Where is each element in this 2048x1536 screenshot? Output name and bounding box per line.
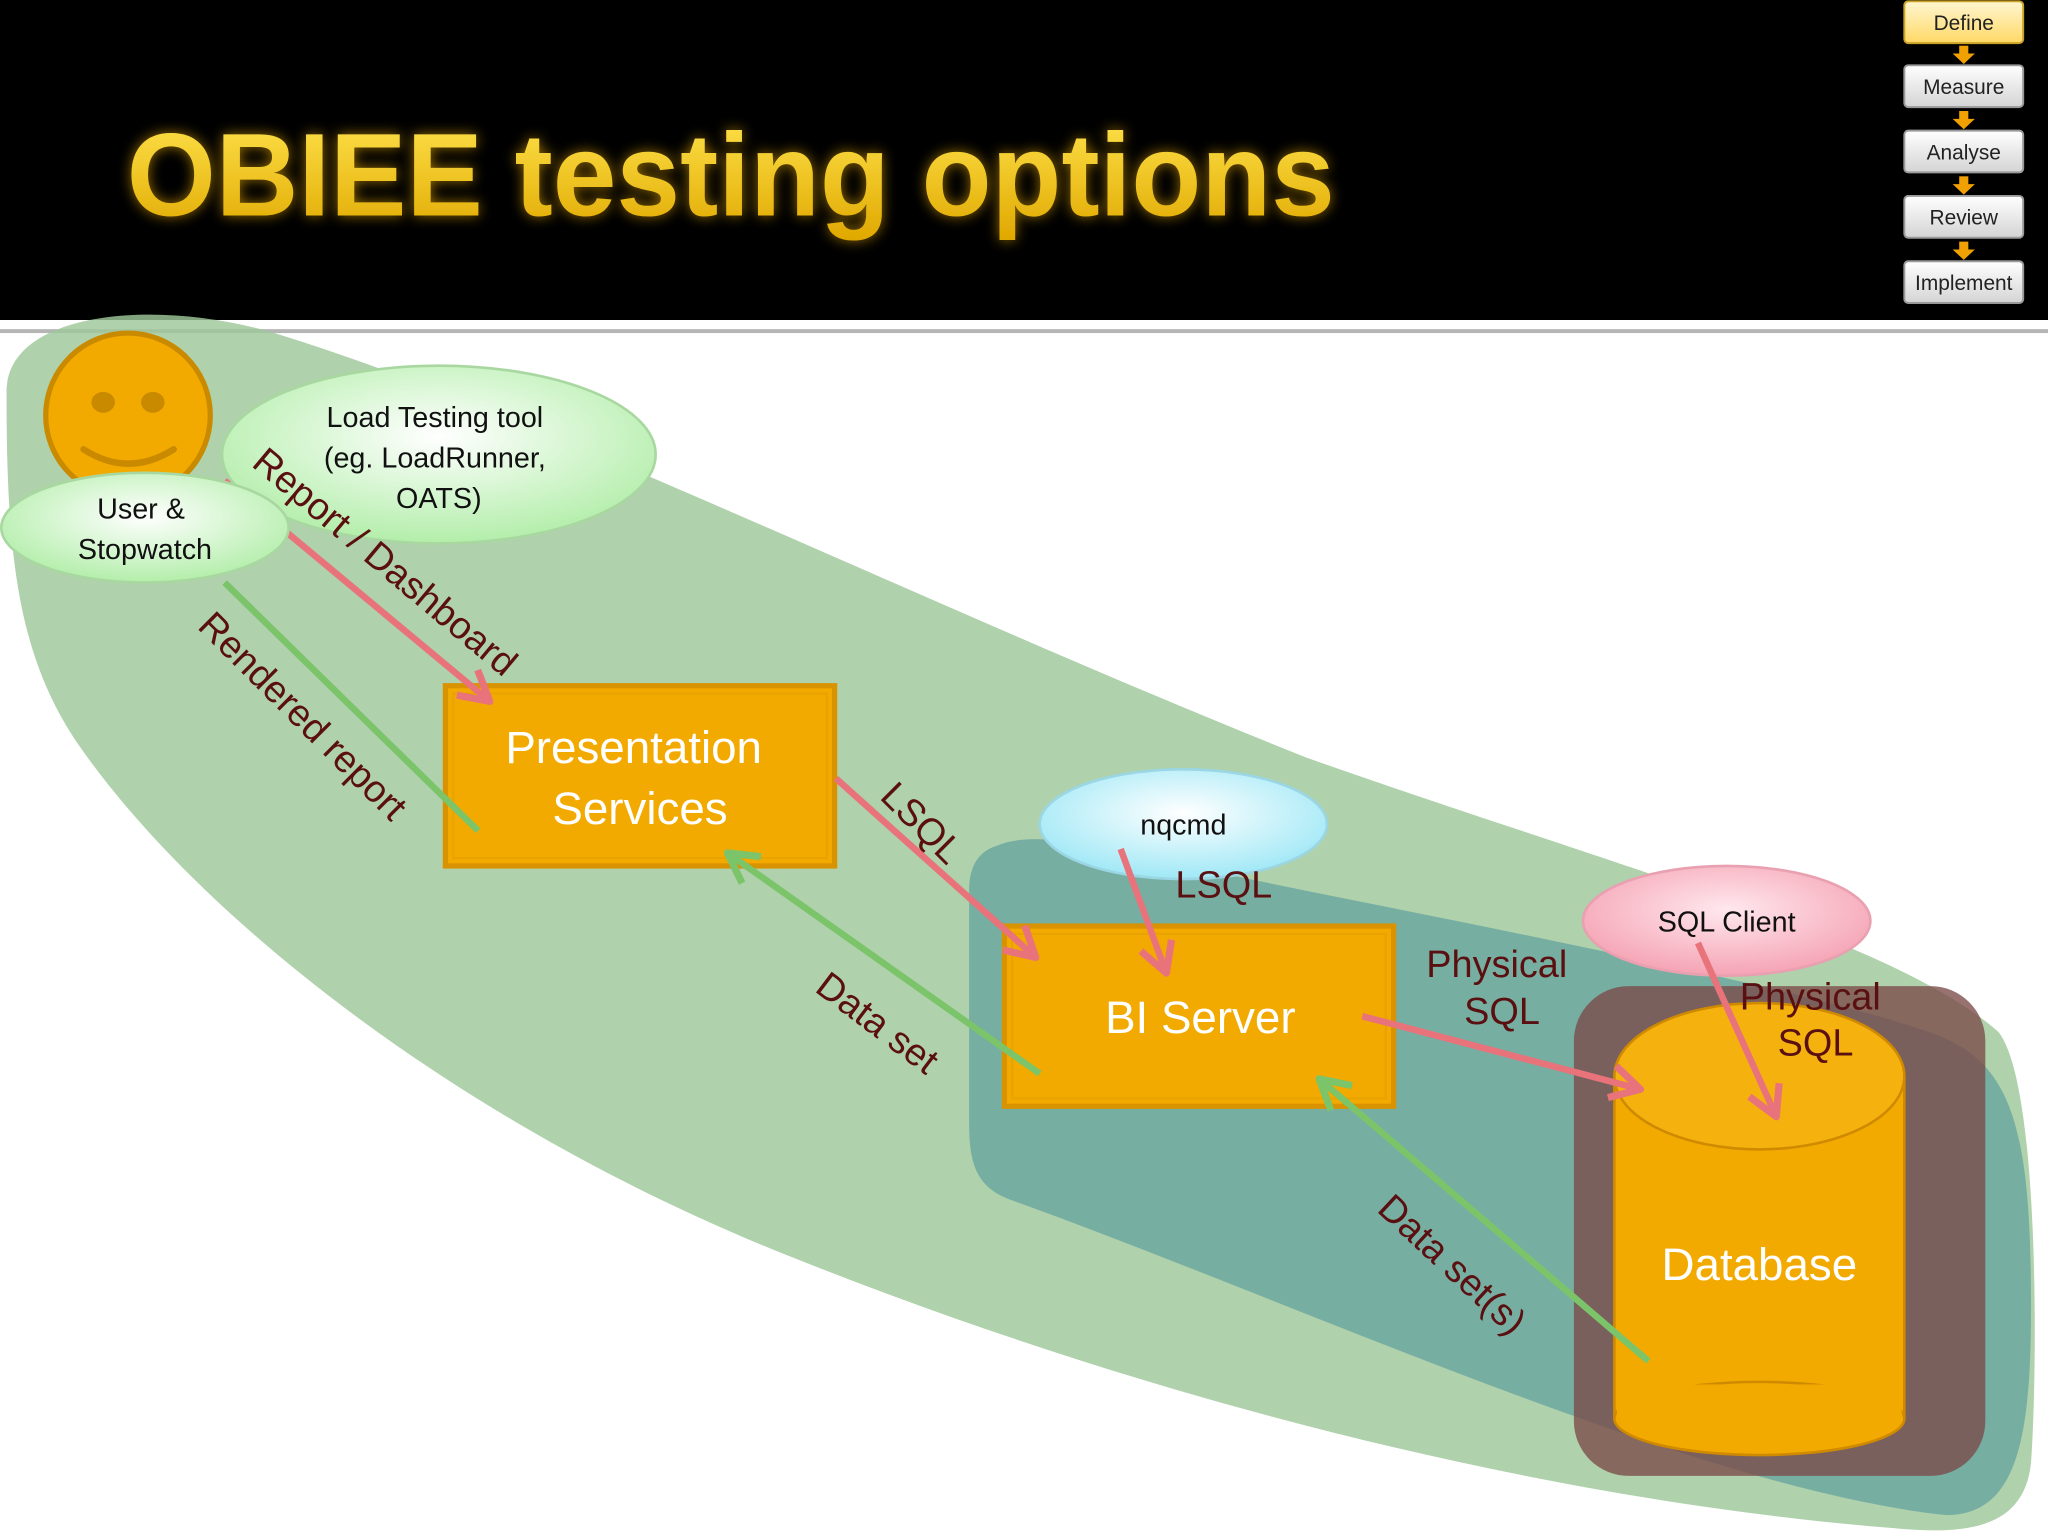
presentation-services-label: Presentation Services (505, 722, 774, 834)
process-step-label: Review (1930, 207, 1999, 230)
arrow-down-icon (1952, 241, 1975, 260)
nqcmd-label: nqcmd (1140, 810, 1226, 842)
process-nav: Define Measure Analyse Review (1903, 0, 2025, 304)
database-label: Database (1662, 1239, 1858, 1290)
user-stopwatch-label: User & Stopwatch (78, 494, 212, 566)
process-step-define: Define (1903, 0, 2025, 45)
presentation-services-box: Presentation Services (442, 683, 838, 869)
process-step-label: Measure (1923, 76, 2004, 99)
load-testing-tool-bubble: Load Testing tool (eg. LoadRunner, OATS) (220, 364, 657, 545)
process-step-label: Define (1934, 12, 1994, 35)
page-title: OBIEE testing options (127, 110, 1335, 241)
nqcmd-bubble: nqcmd (1038, 768, 1329, 881)
arrow-rendered-report (222, 580, 481, 834)
process-step-review: Review (1903, 194, 2025, 239)
arrow-down-icon (1952, 111, 1975, 130)
database-cylinder: Database (1613, 1001, 1906, 1457)
load-testing-tool-label: Load Testing tool (eg. LoadRunner, OATS) (324, 402, 554, 515)
bi-server-label: BI Server (1105, 992, 1296, 1043)
header-divider (0, 329, 2048, 334)
sql-client-label: SQL Client (1658, 906, 1796, 938)
arrow-lsql-nqcmd (1117, 847, 1176, 977)
process-step-measure: Measure (1903, 64, 2025, 109)
flow-label-physical-sql-client: Physical SQL (1740, 977, 1892, 1065)
flow-label-lsql-nqcmd: LSQL (1175, 864, 1272, 906)
arrow-physical-sql-bi (1361, 1013, 1645, 1102)
arrow-down-icon (1952, 176, 1975, 195)
arrow-physical-sql-client (1694, 941, 1783, 1121)
arrow-data-set (723, 849, 1042, 1077)
arrow-lsql-ps-to-bi (833, 776, 1040, 961)
smiley-face-icon (43, 330, 213, 501)
header-band (0, 0, 2048, 320)
process-step-analyse: Analyse (1903, 129, 2025, 174)
process-step-implement: Implement (1903, 260, 2025, 304)
arrow-data-sets (1315, 1075, 1651, 1364)
user-stopwatch-bubble: User & Stopwatch (0, 471, 290, 584)
process-step-label: Analyse (1927, 141, 2001, 164)
sql-client-bubble: SQL Client (1581, 864, 1872, 977)
flow-label-physical-sql-bi: Physical SQL (1426, 944, 1578, 1033)
process-step-label: Implement (1915, 272, 2013, 295)
arrow-down-icon (1952, 45, 1975, 64)
bi-server-box: BI Server (1001, 923, 1397, 1109)
